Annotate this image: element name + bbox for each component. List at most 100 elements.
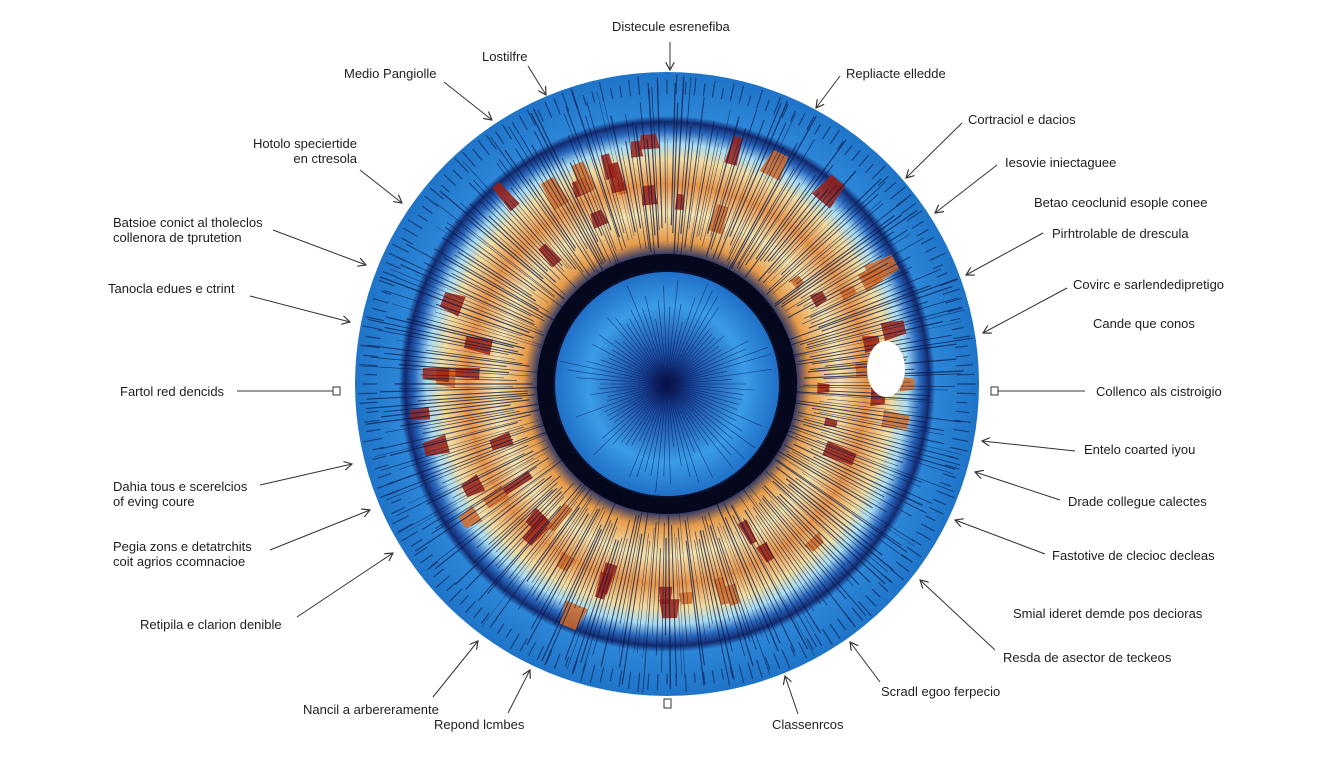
fiber bbox=[580, 540, 620, 663]
fiber bbox=[604, 383, 668, 413]
fiber bbox=[763, 192, 820, 262]
pigment-spot bbox=[607, 161, 627, 194]
fiber bbox=[806, 116, 815, 131]
label-line: of eving coure bbox=[113, 494, 195, 509]
fiber bbox=[717, 102, 782, 260]
fiber bbox=[788, 203, 884, 283]
fiber bbox=[947, 307, 963, 313]
fiber bbox=[564, 656, 570, 667]
fiber bbox=[780, 447, 881, 504]
fiber bbox=[495, 486, 563, 553]
fiber bbox=[415, 474, 531, 552]
fiber bbox=[380, 276, 530, 334]
fiber bbox=[953, 335, 971, 340]
fiber bbox=[718, 537, 757, 650]
fiber bbox=[401, 531, 418, 542]
fiber bbox=[642, 521, 657, 693]
pigment-spot bbox=[809, 290, 828, 308]
fiber bbox=[591, 91, 596, 104]
fiber bbox=[865, 163, 874, 174]
fiber bbox=[413, 315, 518, 345]
pigment-spot bbox=[571, 161, 597, 195]
fiber bbox=[439, 190, 544, 280]
fiber bbox=[544, 506, 605, 622]
fiber bbox=[651, 86, 660, 231]
fiber bbox=[651, 512, 660, 636]
fiber bbox=[722, 525, 770, 645]
fiber bbox=[812, 264, 908, 312]
fiber bbox=[515, 148, 596, 273]
fiber bbox=[951, 437, 969, 443]
fiber bbox=[800, 229, 908, 299]
fiber bbox=[666, 383, 744, 396]
arrow bbox=[920, 580, 996, 651]
fiber bbox=[537, 109, 545, 122]
fiber bbox=[366, 390, 528, 400]
fiber bbox=[655, 318, 668, 385]
fiber bbox=[454, 157, 469, 174]
fiber bbox=[434, 475, 553, 570]
fiber bbox=[379, 414, 532, 450]
fiber bbox=[821, 285, 953, 332]
fiber bbox=[797, 411, 945, 445]
fiber bbox=[487, 483, 583, 595]
fiber bbox=[666, 383, 714, 479]
fiber bbox=[490, 136, 591, 277]
fiber bbox=[818, 411, 945, 436]
fiber bbox=[742, 518, 817, 648]
fiber bbox=[666, 290, 713, 385]
pigment-spot bbox=[461, 474, 486, 498]
fiber bbox=[618, 533, 643, 668]
fiber bbox=[711, 670, 716, 684]
fiber bbox=[596, 90, 633, 240]
pigment-spot bbox=[590, 209, 609, 229]
fiber bbox=[599, 666, 605, 683]
fiber bbox=[906, 210, 923, 222]
fiber bbox=[956, 392, 976, 395]
fiber bbox=[642, 308, 668, 385]
fiber bbox=[748, 521, 815, 632]
fiber bbox=[380, 490, 398, 499]
fiber bbox=[945, 297, 963, 304]
fiber bbox=[467, 219, 565, 300]
fiber bbox=[495, 482, 575, 567]
label-line: collenora de tprutetion bbox=[113, 230, 242, 245]
fiber bbox=[744, 509, 822, 634]
fiber bbox=[947, 455, 960, 460]
fiber bbox=[636, 540, 650, 653]
fiber bbox=[794, 217, 875, 282]
fiber bbox=[720, 668, 725, 680]
fiber bbox=[949, 317, 961, 322]
fiber bbox=[871, 588, 881, 598]
fiber bbox=[726, 146, 784, 262]
fiber bbox=[901, 553, 913, 563]
arrow bbox=[296, 553, 393, 618]
fiber bbox=[690, 136, 709, 244]
fiber bbox=[655, 383, 668, 493]
fiber bbox=[580, 662, 587, 682]
fiber bbox=[650, 383, 668, 476]
fiber bbox=[655, 548, 661, 656]
highlight bbox=[867, 341, 905, 397]
fiber bbox=[530, 508, 599, 630]
fiber bbox=[608, 357, 668, 385]
fiber bbox=[472, 148, 483, 161]
arrow bbox=[269, 510, 370, 551]
fiber bbox=[607, 383, 668, 397]
fiber bbox=[877, 582, 889, 593]
pigment-spot bbox=[559, 600, 588, 631]
fiber bbox=[445, 582, 457, 592]
fiber bbox=[738, 664, 745, 684]
fiber bbox=[417, 392, 528, 402]
fiber bbox=[598, 82, 605, 102]
fiber bbox=[452, 446, 550, 499]
label-covirc: Covirc e sarlendedipretigo bbox=[1073, 277, 1225, 292]
fiber bbox=[787, 278, 958, 341]
fiber bbox=[359, 364, 378, 367]
label-cande: Cande que conos bbox=[1093, 316, 1195, 331]
fiber bbox=[489, 618, 498, 628]
fiber bbox=[468, 182, 552, 268]
fiber bbox=[705, 128, 747, 257]
fiber bbox=[554, 524, 602, 625]
